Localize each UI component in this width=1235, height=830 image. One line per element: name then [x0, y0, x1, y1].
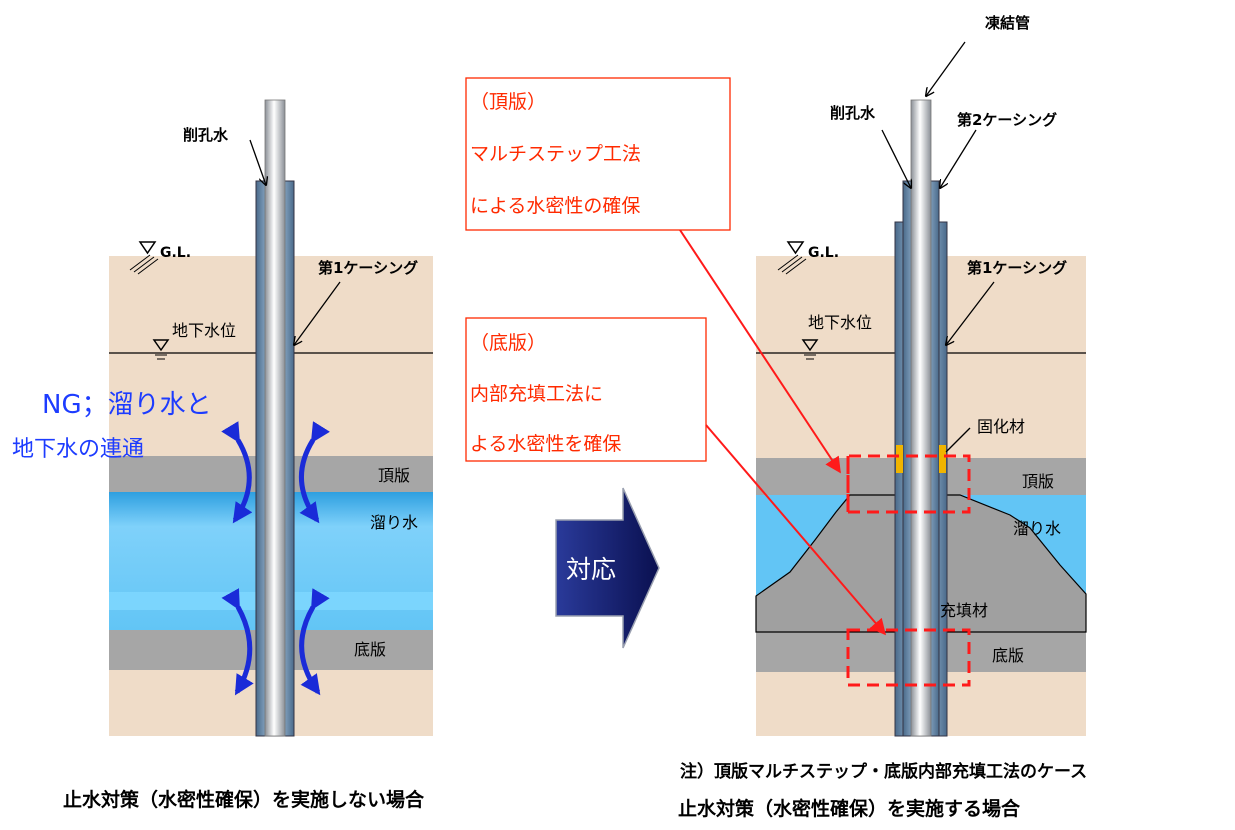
right-groundwater-symbol	[801, 339, 819, 360]
callout-bottom-line3: よる水密性を確保	[470, 433, 621, 455]
right-casing2-label: 第2ケーシング	[957, 111, 1057, 129]
right-gl-symbol	[777, 241, 807, 275]
right-casing1-label: 第1ケーシング	[967, 259, 1067, 277]
left-casing1-pointer	[294, 281, 341, 345]
right-casing1-pointer	[946, 281, 995, 345]
left-leak-arrows	[221, 421, 330, 696]
left-top-slab-label: 頂版	[378, 466, 410, 485]
left-groundwater-symbol	[152, 339, 170, 360]
right-filler-label: 充填材	[940, 601, 988, 620]
callout-bottom-line2: 内部充填工法に	[470, 383, 603, 405]
transition-arrow-label: 対応	[566, 555, 616, 584]
callout-bottom-line1: （底版）	[470, 332, 546, 354]
left-drill-water-label: 削孔水	[183, 126, 229, 144]
right-solidifier-pointer	[945, 427, 971, 453]
right-bottom-slab-label: 底版	[992, 646, 1024, 665]
left-caption: 止水対策（水密性確保）を実施しない場合	[63, 788, 425, 811]
right-solidifier-left	[896, 445, 903, 473]
left-gl-symbol	[129, 241, 159, 275]
right-freeze-pipe-label: 凍結管	[985, 14, 1030, 32]
callout-top-line2: マルチステップ工法	[470, 143, 641, 165]
right-casing2-pointer	[940, 129, 977, 188]
left-ng-line1: NG；溜り水と	[42, 390, 212, 420]
right-groundwater-label: 地下水位	[808, 313, 872, 332]
right-freeze-pipe	[910, 99, 932, 737]
left-drill-water-pointer	[249, 139, 266, 185]
left-groundwater-label: 地下水位	[172, 321, 236, 340]
right-solidifier-right	[939, 445, 946, 473]
right-top-slab-label: 頂版	[1022, 472, 1054, 491]
left-casing1-label: 第1ケーシング	[318, 259, 418, 277]
right-drill-water-pointer	[881, 129, 911, 188]
callout-top-pointer	[679, 229, 841, 474]
callout-top-line3: による水密性の確保	[470, 195, 640, 217]
right-panel: 凍結管 削孔水 第2ケーシング G.L. 第1ケーシング 地下水位 固化材 頂版…	[678, 14, 1087, 820]
left-bottom-slab-label: 底版	[354, 640, 386, 659]
right-dashed-boxes	[846, 454, 971, 687]
transition-arrow: 対応	[555, 487, 660, 649]
right-caption: 止水対策（水密性確保）を実施する場合	[678, 797, 1021, 820]
callout-bottom-pointer	[705, 424, 887, 636]
left-panel: 削孔水 G.L. 第1ケーシング 地下水位 NG；溜り水と 地下水の連通 頂版 …	[12, 99, 433, 811]
right-freeze-pipe-pointer	[926, 41, 966, 96]
right-drill-water-label: 削孔水	[830, 104, 876, 122]
left-ng-line2: 地下水の連通	[12, 437, 144, 462]
right-pooled-water-label: 溜り水	[1013, 519, 1061, 538]
right-solidifier-label: 固化材	[977, 417, 1025, 436]
right-note: 注）頂版マルチステップ・底版内部充填工法のケース	[680, 761, 1087, 782]
left-gl-label: G.L.	[160, 245, 191, 261]
callout-top-line1: （頂版）	[470, 91, 546, 113]
callout-bottom-slab: （底版） 内部充填工法に よる水密性を確保	[465, 317, 707, 462]
callout-top-slab: （頂版） マルチステップ工法 による水密性の確保	[465, 77, 731, 231]
left-drill-pipe	[264, 99, 286, 737]
left-pooled-water-label: 溜り水	[370, 513, 418, 532]
right-gl-label: G.L.	[808, 245, 839, 261]
